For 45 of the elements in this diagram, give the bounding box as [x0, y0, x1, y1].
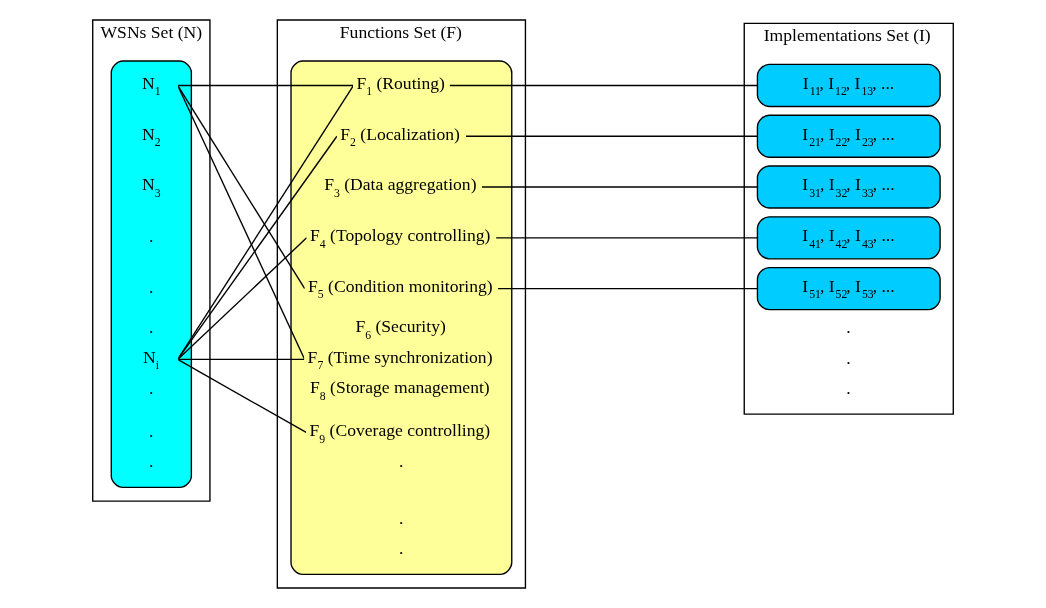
connector [177, 135, 338, 361]
node-text: . [148, 317, 154, 338]
connector [177, 84, 355, 87]
connector [177, 358, 306, 361]
node-box: I$_{31}$, I$_{32}$, I$_{33}$, ... [756, 165, 941, 209]
node-text: F$_{7}$ (Time synchronization) [307, 346, 493, 373]
connector [177, 84, 306, 361]
node-text: F$_{5}$ (Condition monitoring) [308, 275, 493, 302]
connector [494, 237, 759, 239]
node-text: . [148, 378, 154, 399]
node-text: . [148, 420, 154, 441]
node-text: F$_{3}$ (Data aggregation) [324, 174, 477, 200]
node-text: . [148, 276, 154, 297]
node-text: . [846, 378, 851, 399]
node-box: I$_{11}$, I$_{12}$, I$_{13}$, ... [756, 63, 941, 108]
node-box: I$_{21}$, I$_{22}$, I$_{23}$, ... [756, 114, 941, 158]
node-text: F$_{4}$ (Topology controlling) [310, 225, 491, 251]
connector [464, 135, 759, 137]
connector [480, 186, 759, 188]
node-text: N$_{2}$ [142, 123, 161, 150]
node-text: F$_{6}$ (Security) [355, 316, 446, 342]
node-text: . [846, 347, 851, 368]
connector [177, 358, 308, 434]
connector [177, 237, 308, 361]
node-box: I$_{51}$, I$_{52}$, I$_{53}$, ... [756, 266, 941, 311]
node-text: N$_{i}$ [143, 346, 159, 373]
node-text: . [148, 451, 154, 472]
node-text: F$_{9}$ (Coverage controlling) [309, 420, 491, 446]
cluster [290, 60, 513, 575]
connector [177, 84, 306, 290]
node-text: N$_{1}$ [142, 72, 161, 99]
node-text: . [398, 538, 404, 559]
node-text: F$_{1}$ (Routing) [356, 72, 445, 99]
node-text: N$_{3}$ [142, 174, 161, 200]
connector [177, 84, 355, 361]
node-text: . [398, 451, 404, 472]
node-text: F$_{8}$ (Storage management) [310, 377, 490, 403]
node-text: . [398, 507, 404, 528]
node-text: F$_{2}$ (Localization) [340, 123, 460, 150]
cluster [110, 60, 193, 489]
node-text: . [846, 317, 851, 338]
node-text: . [148, 226, 154, 247]
connector [496, 287, 759, 290]
connector [448, 84, 759, 87]
node-box: I$_{41}$, I$_{42}$, I$_{43}$, ... [756, 216, 941, 260]
